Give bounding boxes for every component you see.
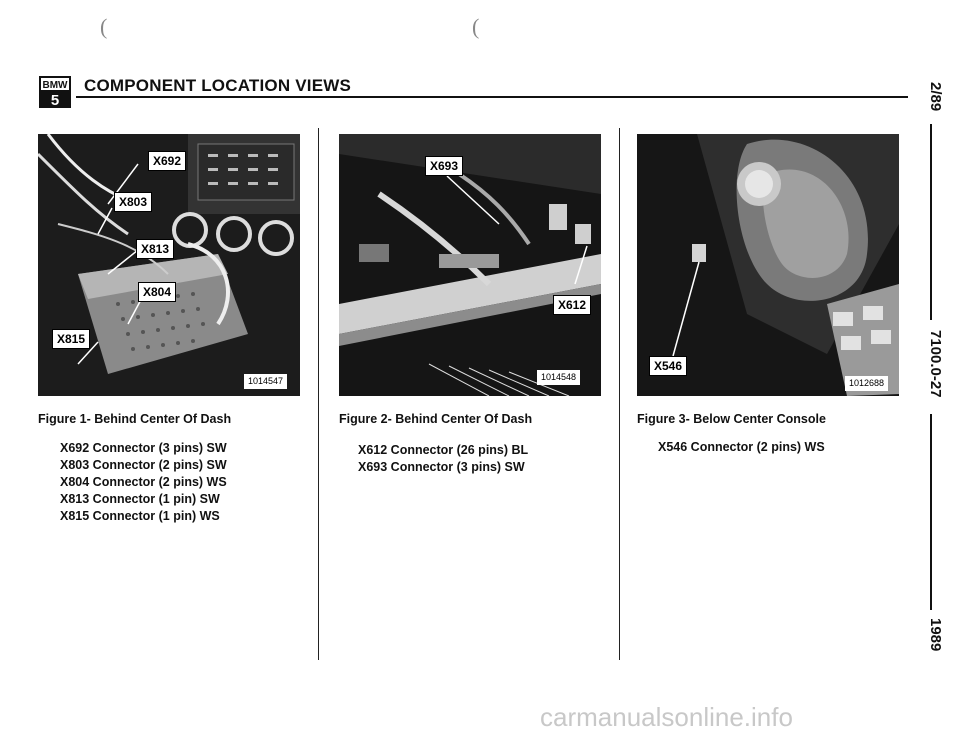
list-item: X804 Connector (2 pins) WS [60, 475, 227, 489]
scan-mark-left: ( [100, 14, 108, 39]
figure-3-caption: Figure 3- Below Center Console [637, 412, 826, 426]
watermark: carmanualsonline.info [540, 702, 793, 732]
figure-2-connector-list: X612 Connector (26 pins) BL X693 Connect… [358, 442, 528, 476]
logo-bottom-text: 5 [51, 92, 59, 109]
margin-date: 2/89 [927, 82, 944, 112]
list-item: X546 Connector (2 pins) WS [658, 440, 825, 454]
list-item: X815 Connector (1 pin) WS [60, 509, 220, 523]
figure-1-caption: Figure 1- Behind Center Of Dash [38, 412, 232, 426]
callout-x546: X546 [649, 356, 688, 376]
list-item: X612 Connector (26 pins) BL [358, 443, 529, 457]
photo-number: 1014548 [537, 370, 581, 385]
list-item: X803 Connector (2 pins) SW [60, 458, 227, 472]
margin-year: 1989 [927, 618, 944, 652]
figure-2-photo: X693 X612 1014548 [339, 134, 601, 396]
callout-x612: X612 [553, 295, 592, 315]
column-divider-2 [619, 128, 620, 660]
callout-x692: X692 [148, 151, 187, 171]
scan-mark-center: ( [472, 14, 480, 39]
column-divider-1 [318, 128, 319, 660]
figure-2-caption: Figure 2- Behind Center Of Dash [339, 412, 533, 426]
callout-x803: X803 [114, 192, 153, 212]
callout-x813: X813 [136, 239, 175, 259]
figure-1-connector-list: X692 Connector (3 pins) SW X803 Connecto… [60, 440, 227, 525]
callout-x804: X804 [138, 282, 177, 302]
margin-rule-2 [930, 414, 932, 610]
figure-3-photo: X546 1012688 [637, 134, 899, 396]
margin-page-code: 7100.0-27 [927, 330, 944, 398]
page-title: COMPONENT LOCATION VIEWS [84, 76, 352, 95]
figure-1-photo: X692 X803 X813 X804 X815 1014547 [38, 134, 300, 396]
margin-rule-1 [930, 124, 932, 320]
callout-x815: X815 [52, 329, 91, 349]
callout-x693: X693 [425, 156, 464, 176]
photo-number: 1012688 [845, 376, 889, 391]
photo-number: 1014547 [244, 374, 288, 389]
list-item: X813 Connector (1 pin) SW [60, 492, 220, 506]
header-rule [76, 96, 908, 98]
figure-3-connector-list: X546 Connector (2 pins) WS [658, 439, 825, 456]
list-item: X693 Connector (3 pins) SW [358, 460, 525, 474]
list-item: X692 Connector (3 pins) SW [60, 441, 227, 455]
bmw-5-logo: BMW 5 [38, 75, 72, 109]
logo-top-text: BMW [43, 80, 69, 91]
